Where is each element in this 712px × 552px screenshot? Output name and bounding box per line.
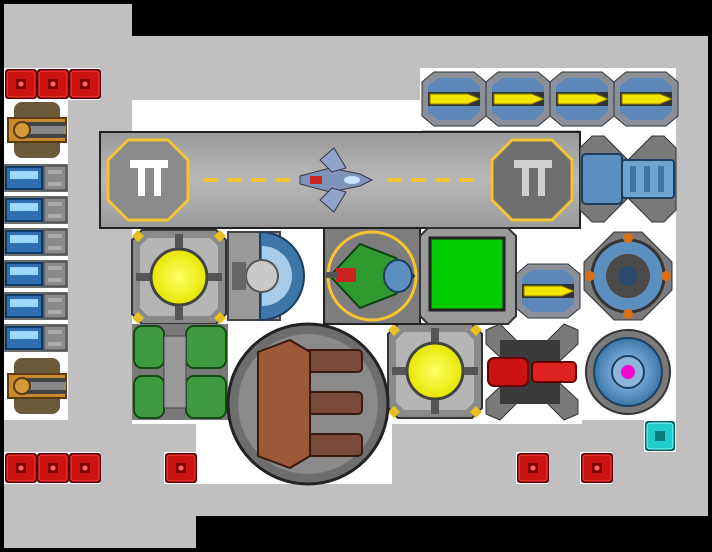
- runway-stripe: [204, 178, 474, 182]
- green-fighter-bay[interactable]: [323, 227, 421, 325]
- green-fuel-tanks[interactable]: [132, 324, 228, 420]
- green-cargo-hatch[interactable]: [419, 227, 517, 325]
- hangar-landing-pad[interactable]: [99, 131, 581, 229]
- blue-railgun-mount[interactable]: [579, 135, 677, 223]
- magenta-engine-core[interactable]: [585, 329, 671, 415]
- landing-marker-right-icon: [490, 138, 574, 222]
- landing-marker-left-icon: [106, 138, 190, 222]
- red-plasma-cannon[interactable]: [485, 323, 579, 421]
- main-cannon-turret[interactable]: [226, 322, 390, 486]
- docked-fighter-icon[interactable]: [299, 147, 374, 213]
- orange-thruster-ring[interactable]: [583, 231, 673, 321]
- blue-shield-dome[interactable]: [227, 230, 305, 322]
- cyan-mine-block[interactable]: [645, 421, 675, 451]
